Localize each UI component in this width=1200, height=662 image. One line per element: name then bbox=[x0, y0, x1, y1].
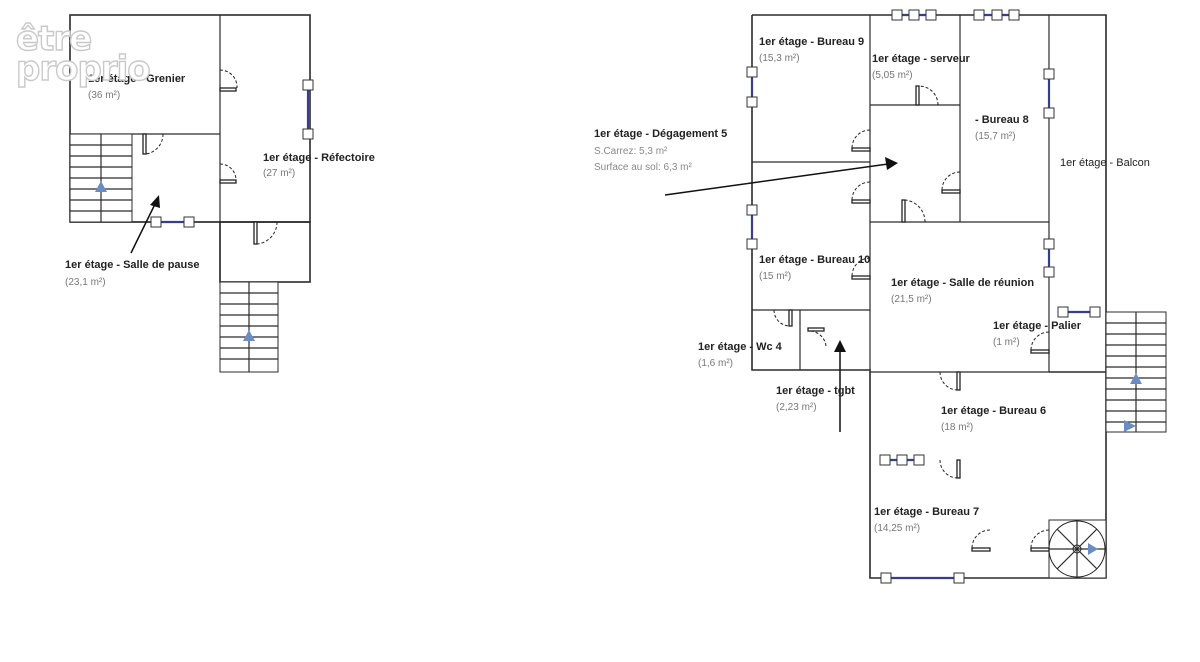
pointer-arrowhead-icon bbox=[150, 195, 160, 208]
room-label-bureau7: 1er étage - Bureau 7 bbox=[874, 506, 979, 518]
left-annex-wall bbox=[219, 221, 311, 283]
window bbox=[879, 454, 925, 466]
stair-arrow-icon bbox=[1088, 543, 1098, 555]
staircase bbox=[69, 133, 133, 223]
pointer-arrowhead-icon bbox=[834, 340, 846, 352]
room-label-tgbt: 1er étage - tgbt bbox=[776, 385, 855, 397]
pointer-arrow bbox=[664, 163, 889, 196]
watermark-line1: être bbox=[16, 19, 91, 59]
door bbox=[807, 327, 827, 347]
brand-watermark-logo: être proprio bbox=[15, 18, 151, 89]
stair-right-arrow-icon bbox=[1124, 420, 1136, 432]
stair-up-arrow-icon bbox=[1130, 373, 1142, 384]
room-area-refectoire: (27 m²) bbox=[263, 168, 295, 179]
room-label-degagement5: 1er étage - Dégagement 5 bbox=[594, 128, 727, 140]
door bbox=[915, 85, 939, 106]
room-carrez-degagement5: S.Carrez: 5,3 m² bbox=[594, 146, 668, 157]
staircase bbox=[1105, 311, 1167, 433]
room-area-grenier: (36 m²) bbox=[88, 90, 120, 101]
left-building: 1er étage - Grenier (36 m²) 1er étage - … bbox=[65, 14, 375, 373]
door bbox=[971, 529, 991, 552]
room-label-bureau8: - Bureau 8 bbox=[975, 114, 1029, 126]
window bbox=[302, 79, 314, 140]
watermark-line2: proprio bbox=[16, 49, 150, 89]
room-area-tgbt: (2,23 m²) bbox=[776, 402, 817, 413]
room-area-bureau9: (15,3 m²) bbox=[759, 53, 800, 64]
window bbox=[1043, 68, 1055, 119]
staircase bbox=[219, 281, 279, 373]
room-label-bureau9: 1er étage - Bureau 9 bbox=[759, 36, 864, 48]
door bbox=[851, 257, 871, 280]
spiral-staircase bbox=[1048, 519, 1107, 579]
window bbox=[891, 9, 937, 21]
door bbox=[1030, 529, 1050, 552]
door bbox=[851, 181, 871, 204]
room-surface-degagement5: Surface au sol: 6,3 m² bbox=[594, 162, 692, 173]
room-area-bureau7: (14,25 m²) bbox=[874, 523, 920, 534]
window bbox=[1043, 238, 1055, 278]
pointer-arrow bbox=[130, 199, 158, 254]
window bbox=[1057, 306, 1101, 318]
room-label-serveur: 1er étage - serveur bbox=[872, 53, 971, 65]
door bbox=[142, 133, 164, 155]
room-area-salle-pause: (23,1 m²) bbox=[65, 277, 106, 288]
room-area-bureau10: (15 m²) bbox=[759, 271, 791, 282]
window bbox=[746, 66, 758, 108]
door bbox=[851, 129, 871, 152]
window bbox=[880, 572, 965, 584]
room-area-reunion: (21,5 m²) bbox=[891, 294, 932, 305]
room-label-refectoire: 1er étage - Réfectoire bbox=[263, 152, 375, 164]
room-label-balcon: 1er étage - Balcon bbox=[1060, 157, 1150, 169]
room-area-serveur: (5,05 m²) bbox=[872, 70, 913, 81]
room-area-palier: (1 m²) bbox=[993, 337, 1020, 348]
room-label-reunion: 1er étage - Salle de réunion bbox=[891, 277, 1034, 289]
pointer-arrowhead-icon bbox=[885, 157, 898, 170]
door bbox=[253, 221, 278, 245]
door bbox=[219, 163, 237, 184]
window bbox=[973, 9, 1020, 21]
door bbox=[773, 309, 793, 327]
room-label-bureau6: 1er étage - Bureau 6 bbox=[941, 405, 1046, 417]
door bbox=[901, 199, 926, 223]
right-building: 1er étage - Dégagement 5 S.Carrez: 5,3 m… bbox=[594, 9, 1167, 584]
room-label-wc4: 1er étage - Wc 4 bbox=[698, 341, 783, 353]
window bbox=[746, 204, 758, 250]
door bbox=[1030, 331, 1050, 354]
room-label-palier: 1er étage - Palier bbox=[993, 320, 1082, 332]
stair-up-arrow-icon bbox=[95, 181, 107, 192]
room-area-bureau8: (15,7 m²) bbox=[975, 131, 1016, 142]
room-label-grenier: 1er étage - Grenier bbox=[88, 73, 186, 85]
door bbox=[941, 171, 961, 194]
stair-up-arrow-icon bbox=[243, 330, 255, 341]
door bbox=[219, 69, 238, 92]
room-area-wc4: (1,6 m²) bbox=[698, 358, 733, 369]
room-area-bureau6: (18 m²) bbox=[941, 422, 973, 433]
door bbox=[939, 371, 961, 391]
window bbox=[150, 216, 195, 228]
room-label-salle-pause: 1er étage - Salle de pause bbox=[65, 259, 200, 271]
room-label-bureau10: 1er étage - Bureau 10 bbox=[759, 254, 870, 266]
door bbox=[939, 459, 961, 479]
